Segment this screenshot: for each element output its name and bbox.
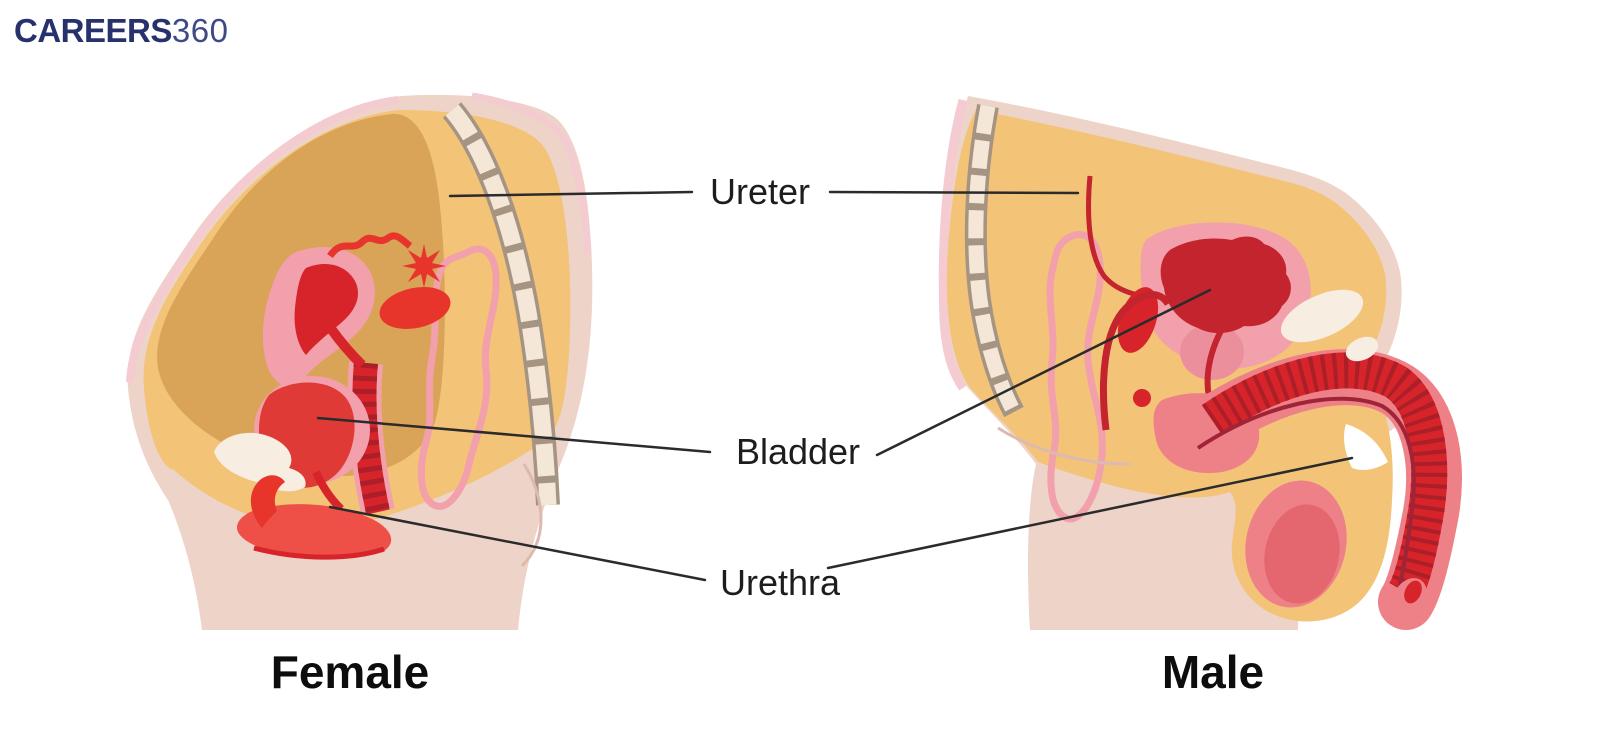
female-vulva-shadow	[253, 545, 385, 560]
male-glans-core	[1404, 580, 1422, 604]
female-urethra	[312, 470, 344, 512]
male-caption: Male	[1161, 646, 1265, 698]
bladder-line-female	[316, 416, 712, 454]
female-ovary	[379, 287, 451, 329]
male-pubic-bone	[1280, 289, 1364, 343]
urethra-line-female	[328, 505, 707, 582]
female-caption: Female	[270, 646, 430, 698]
male-vas-deferens	[1100, 291, 1172, 431]
bladder-label: Bladder	[735, 431, 861, 472]
male-penis-ribs	[1201, 352, 1448, 602]
logo-brand-text: CAREERS	[14, 12, 172, 49]
male-groin-gap	[1344, 424, 1388, 470]
male-bladder	[1160, 236, 1291, 334]
pointer-lines	[316, 190, 1354, 582]
female-clitoris	[250, 475, 285, 528]
female-uterus-cavity	[294, 264, 359, 355]
female-vertebrae	[445, 104, 557, 506]
female-pubic-bone	[214, 432, 306, 492]
male-cowper-gland	[1133, 389, 1151, 407]
logo-suffix-text: 360	[171, 12, 229, 49]
ureter-label: Ureter	[709, 171, 811, 212]
bladder-line-male	[875, 288, 1212, 457]
urethra-label: Urethra	[719, 562, 841, 603]
female-back-edge	[471, 92, 592, 255]
male-vertebrae	[968, 104, 1021, 416]
male-penile-urethra	[1196, 396, 1416, 599]
female-belly-edge	[126, 96, 399, 383]
female-vulva	[236, 504, 392, 559]
female-cervical-canal	[327, 327, 366, 369]
male-back-edge	[938, 98, 968, 391]
male-buttock-crease	[997, 426, 1131, 466]
careers360-logo: CAREERS360	[14, 12, 228, 50]
urethra-line-male	[826, 456, 1354, 570]
male-testis	[1264, 504, 1340, 604]
female-buttock-crease	[520, 463, 543, 568]
male-figure	[938, 96, 1462, 630]
ureter-line-female	[448, 190, 694, 198]
female-fimbriae	[402, 244, 446, 288]
female-fallopian-tube	[327, 232, 413, 259]
male-pubic-bone-small	[1345, 336, 1379, 362]
female-figure	[126, 92, 593, 631]
ureter-line-male	[828, 190, 1080, 195]
female-vagina-ribs	[352, 361, 390, 515]
